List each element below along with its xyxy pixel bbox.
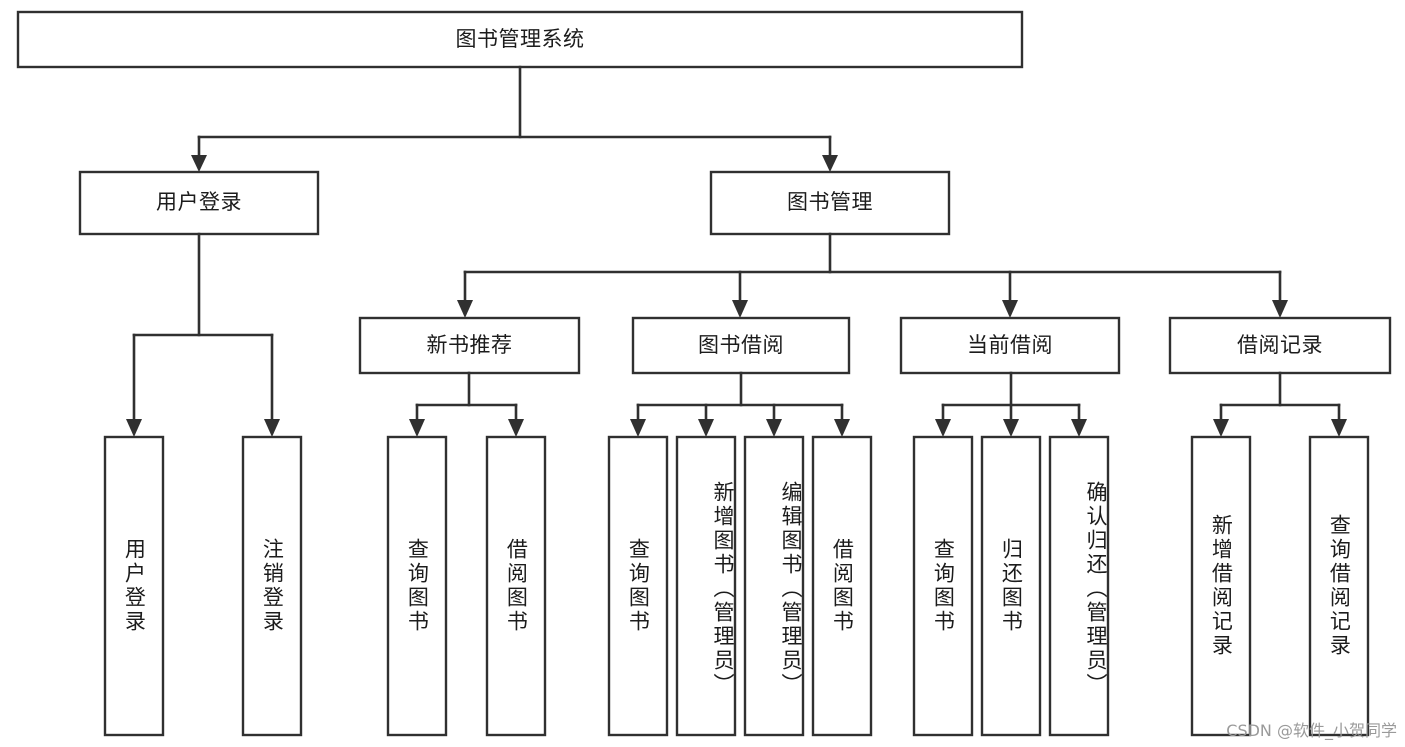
edge-group-new-book-recommend: [409, 371, 524, 437]
node-box-leaf-6[interactable]: [743, 435, 805, 737]
node-box-leaf-8[interactable]: [912, 435, 974, 737]
node-box-leaf-4[interactable]: [607, 435, 669, 737]
node-box-leaf-10[interactable]: [1048, 435, 1110, 737]
edge-group-user-login: [126, 232, 280, 437]
edge-group-current-borrow: [935, 371, 1087, 437]
node-box-new-book-recommend[interactable]: [358, 316, 581, 375]
node-box-current-borrow[interactable]: [899, 316, 1121, 375]
edge-group-root: [191, 65, 838, 172]
node-box-leaf-3[interactable]: [485, 435, 547, 737]
node-box-leaf-1[interactable]: [241, 435, 303, 737]
node-box-leaf-2[interactable]: [386, 435, 448, 737]
node-box-leaf-9[interactable]: [980, 435, 1042, 737]
node-box-book-management[interactable]: [709, 170, 951, 236]
node-box-leaf-5[interactable]: [675, 435, 737, 737]
node-box-leaf-12[interactable]: [1308, 435, 1370, 737]
edge-group-borrow-record: [1213, 371, 1347, 437]
node-box-leaf-11[interactable]: [1190, 435, 1252, 737]
node-box-leaf-7[interactable]: [811, 435, 873, 737]
node-box-user-login[interactable]: [78, 170, 320, 236]
edge-group-book-borrow: [630, 371, 850, 437]
node-box-root[interactable]: [16, 10, 1024, 69]
node-box-borrow-record[interactable]: [1168, 316, 1392, 375]
edge-group-book-management: [457, 232, 1288, 318]
node-box-leaf-0[interactable]: [103, 435, 165, 737]
node-box-book-borrow[interactable]: [631, 316, 851, 375]
